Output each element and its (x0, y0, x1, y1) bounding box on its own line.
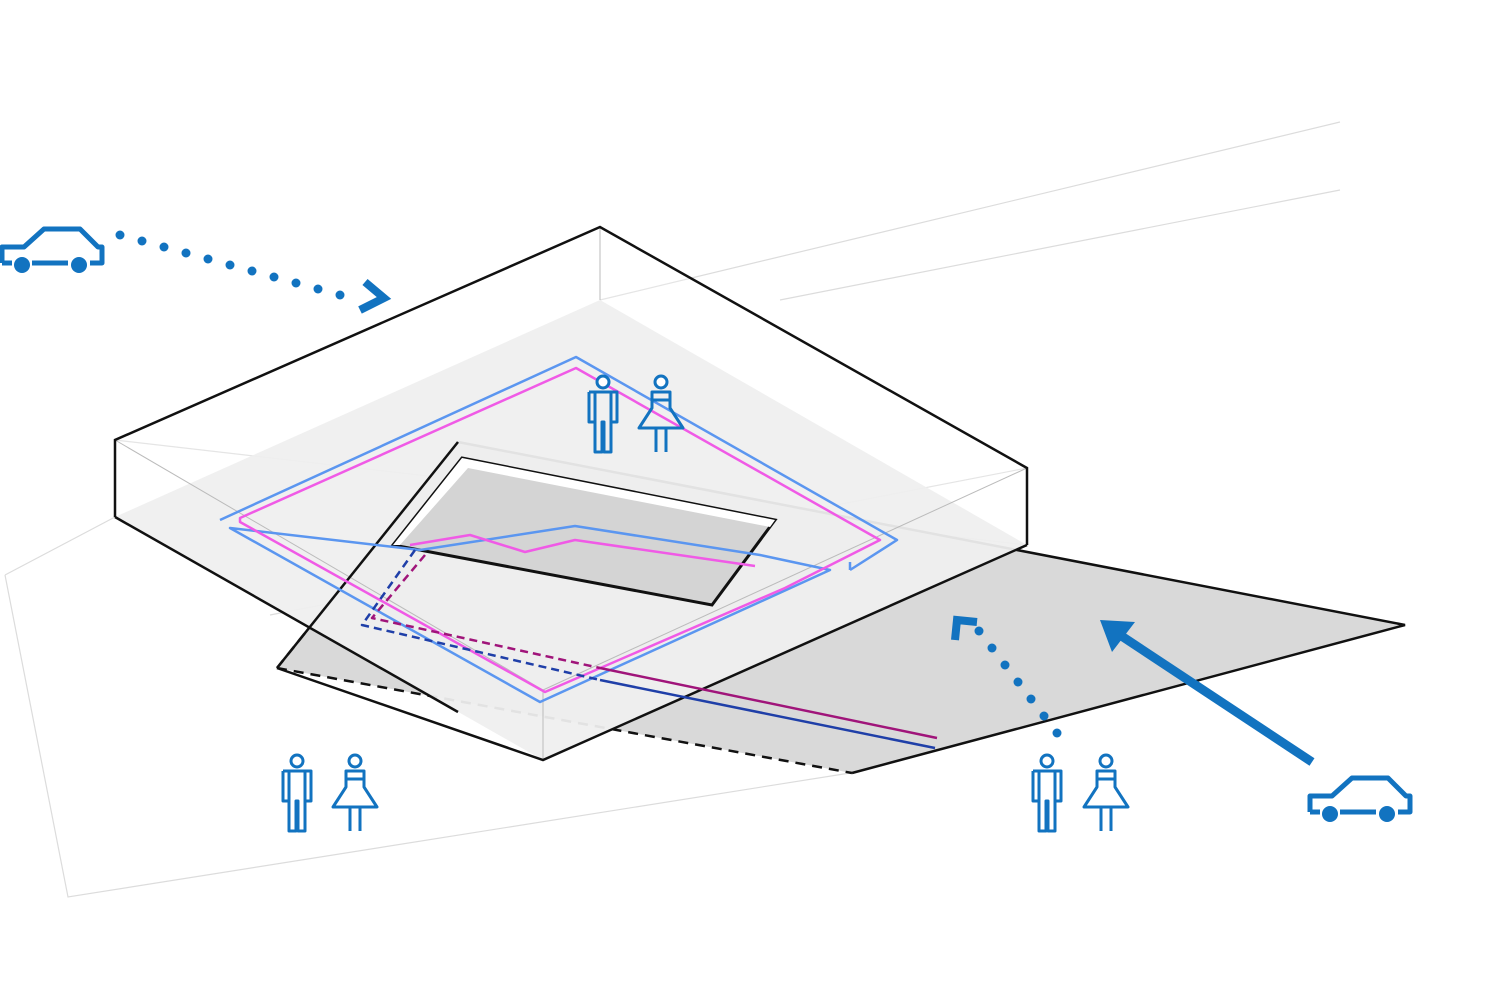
car-icon (1310, 778, 1410, 822)
circulation-paths (219, 355, 938, 750)
path-dark-blue (599, 678, 936, 750)
arrow-icon (951, 615, 978, 641)
pedestrian-arrow-dotted (974, 626, 1062, 738)
arrow-icon (1100, 620, 1135, 652)
path-light-blue (219, 355, 899, 704)
car-approach-arrow-dotted (115, 230, 345, 300)
opening-edge (276, 441, 459, 669)
path-pink (238, 366, 882, 694)
building-outline (113, 225, 1029, 545)
car-icon (2, 229, 102, 273)
building-outline-bottom (114, 515, 459, 714)
path-purple-dashed (370, 554, 601, 670)
opening-outline (276, 543, 1028, 762)
path-purple (599, 666, 938, 740)
car-entry-arrow (1117, 631, 1315, 766)
person-male-icon (281, 753, 313, 833)
person-female-icon (1082, 753, 1130, 833)
arrow-icon (358, 278, 392, 314)
person-male-icon (1031, 753, 1063, 833)
person-female-icon (331, 753, 379, 833)
path-dark-blue-dashed (360, 549, 601, 682)
